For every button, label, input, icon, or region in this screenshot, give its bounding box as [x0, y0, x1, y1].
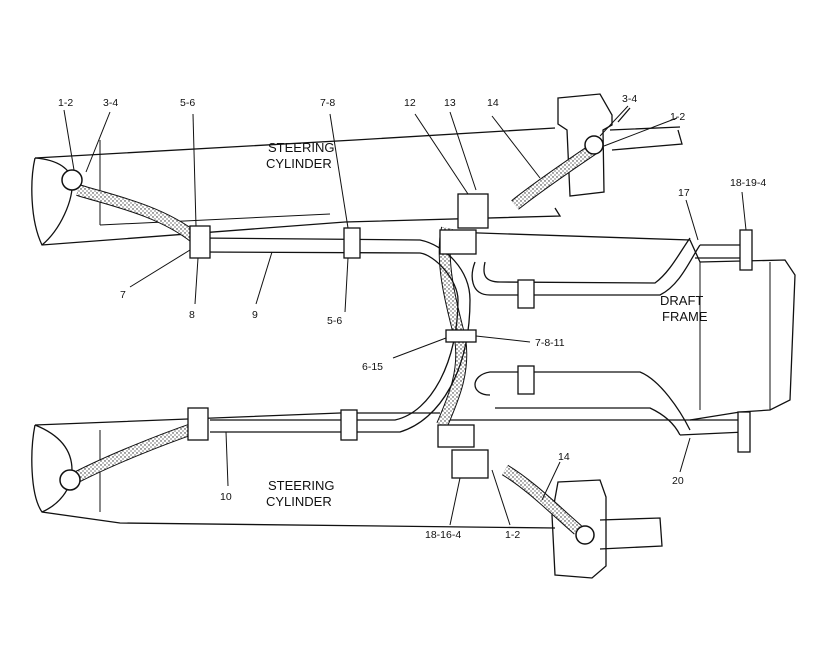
- label-top-left-1-2: 1-2: [58, 97, 73, 109]
- hoses: [72, 143, 599, 535]
- frame-label-line1: DRAFT: [660, 293, 703, 308]
- top-cylinder-label-line2: CYLINDER: [266, 156, 332, 171]
- label-top-right-1-2: 1-2: [670, 111, 685, 123]
- bottom-cylinder-label-line1: STEERING: [268, 478, 334, 493]
- clamps-and-fittings: [59, 135, 753, 545]
- label-7-8-11: 7-8-11: [535, 337, 565, 349]
- label-6-15: 6-15: [362, 361, 383, 373]
- bottom-cylinder-label-line2: CYLINDER: [266, 494, 332, 509]
- label-top-5-6: 5-6: [180, 97, 195, 109]
- label-top-14: 14: [487, 97, 499, 109]
- label-9: 9: [252, 309, 258, 321]
- label-13: 13: [444, 97, 456, 109]
- bottom-steering-cylinder: STEERING CYLINDER: [31, 412, 663, 579]
- label-top-left-3-4: 3-4: [103, 97, 118, 109]
- label-20: 20: [672, 475, 684, 487]
- label-bottom-1-2: 1-2: [505, 529, 520, 541]
- label-18-19-4: 18-19-4: [730, 177, 766, 189]
- label-12: 12: [404, 97, 416, 109]
- label-bottom-14: 14: [558, 451, 570, 463]
- label-8: 8: [189, 309, 195, 321]
- label-top-right-3-4: 3-4: [622, 93, 637, 105]
- label-lower-5-6: 5-6: [327, 315, 342, 327]
- label-18-16-4: 18-16-4: [425, 529, 461, 541]
- leader-lines: [63, 105, 747, 526]
- label-10: 10: [220, 491, 232, 503]
- top-cylinder-label-line1: STEERING: [268, 140, 334, 155]
- label-top-7-8: 7-8: [320, 97, 335, 109]
- tubes: [199, 237, 746, 436]
- part-labels: 1-2 3-4 5-6 7-8 12 13 14 3-4 1-2 17 18-1…: [58, 93, 766, 541]
- label-7: 7: [120, 289, 126, 301]
- draft-frame: DRAFT FRAME: [449, 231, 796, 421]
- label-17: 17: [678, 187, 690, 199]
- top-steering-cylinder: STEERING CYLINDER: [31, 93, 683, 246]
- frame-label-line2: FRAME: [662, 309, 708, 324]
